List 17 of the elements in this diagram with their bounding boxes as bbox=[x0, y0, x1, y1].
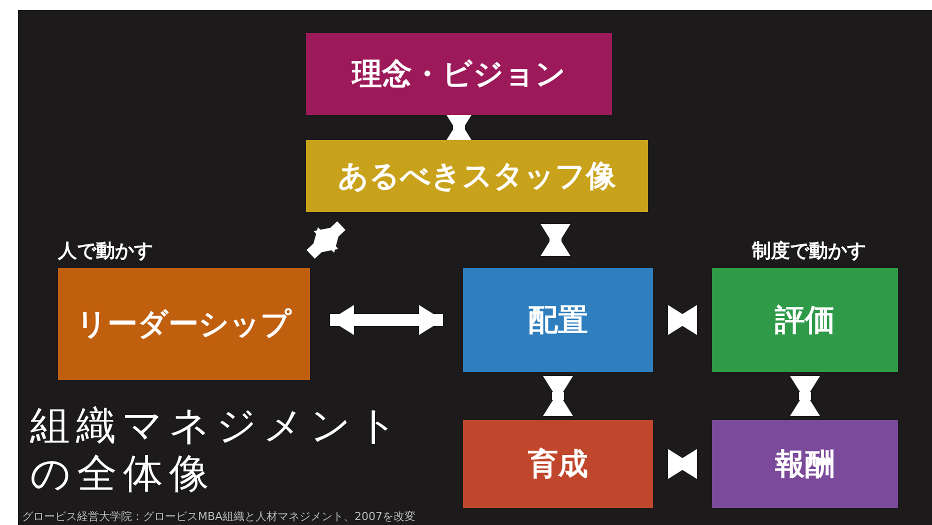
double-arrow bbox=[306, 221, 346, 259]
double-arrow bbox=[330, 305, 443, 335]
side-heading: 制度で動かす bbox=[752, 239, 866, 264]
double-arrow bbox=[668, 305, 697, 335]
title: 組織マネジメントの全体像 bbox=[30, 402, 405, 498]
source-note: グロービス経営大学院：グロービスMBA組織と人材マネジメント、2007を改変 bbox=[22, 509, 416, 524]
double-arrow bbox=[668, 449, 697, 479]
side-heading: 人で動かす bbox=[58, 239, 153, 264]
double-arrow bbox=[540, 224, 570, 256]
process-box: 評価 bbox=[712, 268, 898, 372]
process-box: あるべきスタッフ像 bbox=[306, 140, 648, 212]
process-box: 報酬 bbox=[712, 420, 898, 508]
process-box: 理念・ビジョン bbox=[306, 33, 612, 115]
double-arrow bbox=[543, 376, 573, 416]
process-box: 配置 bbox=[463, 268, 653, 372]
process-box: 育成 bbox=[463, 420, 653, 508]
process-box: リーダーシップ bbox=[58, 268, 310, 380]
